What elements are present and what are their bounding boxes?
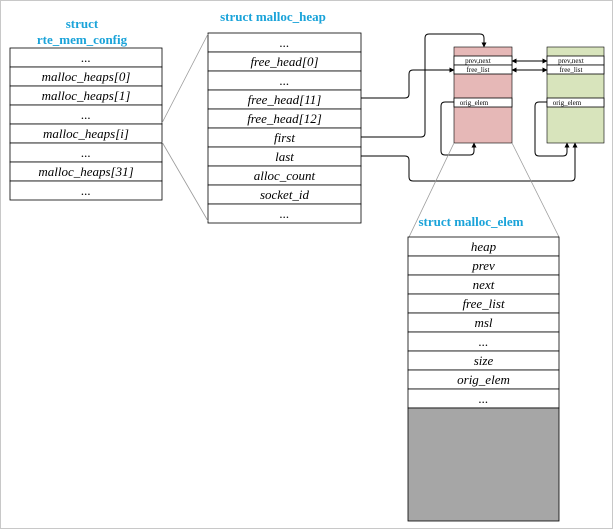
row-label: next: [473, 277, 495, 292]
malloc-elem-row-ellipsis: ...: [407, 331, 560, 352]
malloc-elem-row-next: next: [407, 274, 560, 295]
elem-block-red-prevnext-label: prev,next: [465, 57, 491, 65]
row-label: msl: [474, 315, 492, 330]
free-head-11-arrow: [361, 67, 455, 99]
row-label: ...: [81, 107, 91, 122]
row-label: ...: [81, 50, 91, 65]
row-cell: [9, 180, 163, 201]
malloc-elem-row-ellipsis: ...: [407, 388, 560, 409]
row-label: free_head[12]: [247, 111, 322, 126]
malloc-elem-row-size: size: [407, 350, 560, 371]
elem-expansion-line-right: [511, 142, 560, 238]
malloc-heap-row-free-head-11: free_head[11]: [207, 89, 362, 110]
rte-mem-config-row-malloc-heaps-31: malloc_heaps[31]: [9, 161, 163, 182]
rte-mem-config-rows: ... malloc_heaps[0] malloc_heaps[1]... mall…: [9, 47, 163, 201]
malloc-heap-struct: struct malloc_heap ... free_head[0]... fre…: [207, 9, 362, 224]
malloc-heap-rows: ... free_head[0]... free_head[11] free_head…: [207, 32, 362, 224]
row-label: malloc_heaps[0]: [42, 69, 131, 84]
row-label: malloc_heaps[i]: [43, 126, 129, 141]
malloc-heap-row-ellipsis: ...: [207, 70, 362, 91]
rte-mem-config-struct: struct rte_mem_config ... malloc_heaps[0]…: [9, 16, 163, 201]
rte-mem-config-title-line2: rte_mem_config: [37, 32, 128, 47]
row-label: malloc_heaps[1]: [42, 88, 131, 103]
row-label: ...: [81, 183, 91, 198]
row-label: prev: [471, 258, 495, 273]
last-pointer-arrow: [361, 142, 578, 182]
rte-mem-config-row-ellipsis: ...: [9, 47, 163, 68]
malloc-elem-title: struct malloc_elem: [418, 214, 523, 229]
row-label: malloc_heaps[31]: [38, 164, 133, 179]
row-label: ...: [479, 391, 489, 406]
row-label: ...: [81, 145, 91, 160]
malloc-heap-row-first: first: [207, 127, 362, 148]
row-label: free_list: [462, 296, 505, 311]
row-label: ...: [280, 206, 290, 221]
elem-expansion-line-left: [408, 142, 455, 238]
elem-block-red-freelist-label: free_list: [467, 66, 490, 74]
row-cell: [207, 203, 362, 224]
rte-mem-config-row-malloc-heaps-i: malloc_heaps[i]: [9, 123, 163, 144]
expansion-line-top: [161, 33, 209, 124]
row-label: first: [274, 130, 295, 145]
row-label: ...: [280, 73, 290, 88]
malloc-heap-row-free-head-12: free_head[12]: [207, 108, 362, 129]
row-label: free_head[11]: [248, 92, 322, 107]
rte-mem-config-row-ellipsis: ...: [9, 180, 163, 201]
malloc-elem-row-msl: msl: [407, 312, 560, 333]
rte-mem-config-row-malloc-heaps-0: malloc_heaps[0]: [9, 66, 163, 87]
red-orig-elem-arrow: [440, 101, 477, 156]
elem-block-green-origelem-label: orig_elem: [553, 99, 582, 107]
green-orig-elem-arrow: [534, 101, 570, 157]
malloc-heap-title: struct malloc_heap: [220, 9, 326, 24]
elem-block-green-prevnext-label: prev,next: [558, 57, 584, 65]
row-label: last: [275, 149, 294, 164]
malloc-elem-struct: struct malloc_elem heap prev next free_list…: [407, 214, 560, 522]
row-label: ...: [280, 35, 290, 50]
malloc-elem-row-heap: heap: [407, 236, 560, 257]
malloc-elem-row-free-list: free_list: [407, 293, 560, 314]
malloc-heap-row-alloc-count: alloc_count: [207, 165, 362, 186]
malloc-heap-row-free-head-0: free_head[0]: [207, 51, 362, 72]
malloc-elem-block-green: prev,next free_list orig_elem: [546, 46, 605, 144]
elem-block-green-freelist-label: free_list: [560, 66, 583, 74]
rte-mem-config-row-ellipsis: ...: [9, 104, 163, 125]
malloc-elem-block-red: prev,next free_list orig_elem: [453, 46, 513, 144]
malloc-elem-data-area: [407, 407, 560, 522]
row-label: heap: [471, 239, 497, 254]
row-label: socket_id: [260, 187, 310, 202]
elem-block-red-origelem-label: orig_elem: [460, 99, 489, 107]
row-label: orig_elem: [457, 372, 510, 387]
row-label: alloc_count: [254, 168, 316, 183]
row-label: ...: [479, 334, 489, 349]
row-label: size: [474, 353, 494, 368]
expansion-line-bottom: [161, 141, 209, 222]
malloc-heap-row-last: last: [207, 146, 362, 167]
malloc-heap-row-ellipsis: ...: [207, 203, 362, 224]
malloc-elem-row-orig-elem: orig_elem: [407, 369, 560, 390]
malloc-elem-row-prev: prev: [407, 255, 560, 276]
rte-mem-config-row-ellipsis: ...: [9, 142, 163, 163]
row-label: free_head[0]: [250, 54, 318, 69]
malloc-heap-row-socket-id: socket_id: [207, 184, 362, 205]
first-pointer-arrow: [361, 33, 487, 138]
malloc-heap-row-ellipsis: ...: [207, 32, 362, 53]
rte-mem-config-row-malloc-heaps-1: malloc_heaps[1]: [9, 85, 163, 106]
rte-mem-config-title-line1: struct: [66, 16, 99, 31]
